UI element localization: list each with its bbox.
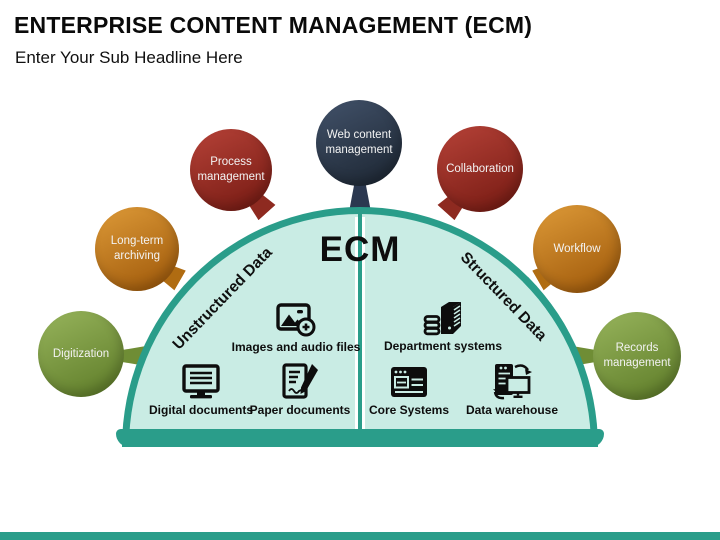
ecm-center-label: ECM bbox=[319, 230, 401, 269]
bubble-label: Process management bbox=[197, 156, 265, 183]
bubble-label: Records management bbox=[603, 342, 671, 369]
data-warehouse-sync-icon bbox=[493, 364, 532, 400]
bubble-label: Long-term archiving bbox=[110, 235, 164, 262]
bubble-label: Digitization bbox=[52, 347, 110, 360]
bubble-label: Web content management bbox=[325, 129, 393, 156]
dome-base bbox=[116, 429, 604, 447]
bubble-label: Collaboration bbox=[446, 162, 514, 175]
item-label: Core Systems bbox=[368, 403, 450, 417]
item-core-systems: Core Systems bbox=[334, 364, 484, 417]
sub-headline: Enter Your Sub Headline Here bbox=[15, 48, 243, 67]
item-images-audio-files: Images and audio files bbox=[221, 301, 371, 354]
item-data-warehouse: Data warehouse bbox=[437, 362, 587, 417]
server-database-icon bbox=[423, 302, 461, 336]
image-plus-icon bbox=[276, 303, 316, 337]
bubble-records-management: Records management bbox=[593, 312, 681, 400]
item-department-systems: Department systems bbox=[368, 299, 518, 353]
footer-accent-bar bbox=[0, 532, 720, 540]
page-title: ENTERPRISE CONTENT MANAGEMENT (ECM) bbox=[14, 12, 533, 38]
dome-divider bbox=[358, 212, 362, 429]
bubble-long-term-archiving: Long-term archiving bbox=[95, 207, 179, 291]
bubble-digitization: Digitization bbox=[38, 311, 124, 397]
monitor-icon bbox=[182, 364, 220, 399]
item-digital-documents: Digital documents bbox=[126, 364, 276, 417]
bubble-label: Workflow bbox=[553, 242, 601, 255]
item-label: Digital documents bbox=[148, 403, 253, 417]
item-label: Images and audio files bbox=[231, 340, 361, 354]
bubble-collaboration: Collaboration bbox=[437, 126, 523, 212]
bubble-process-management: Process management bbox=[190, 129, 272, 211]
item-label: Data warehouse bbox=[465, 403, 559, 417]
document-pencil-icon bbox=[282, 363, 318, 399]
browser-window-icon bbox=[391, 367, 427, 397]
item-paper-documents: Paper documents bbox=[225, 362, 375, 417]
item-label: Paper documents bbox=[249, 403, 351, 417]
bubble-web-content-management: Web content management bbox=[316, 100, 402, 186]
bubble-workflow: Workflow bbox=[533, 205, 621, 293]
item-label: Department systems bbox=[383, 339, 503, 353]
